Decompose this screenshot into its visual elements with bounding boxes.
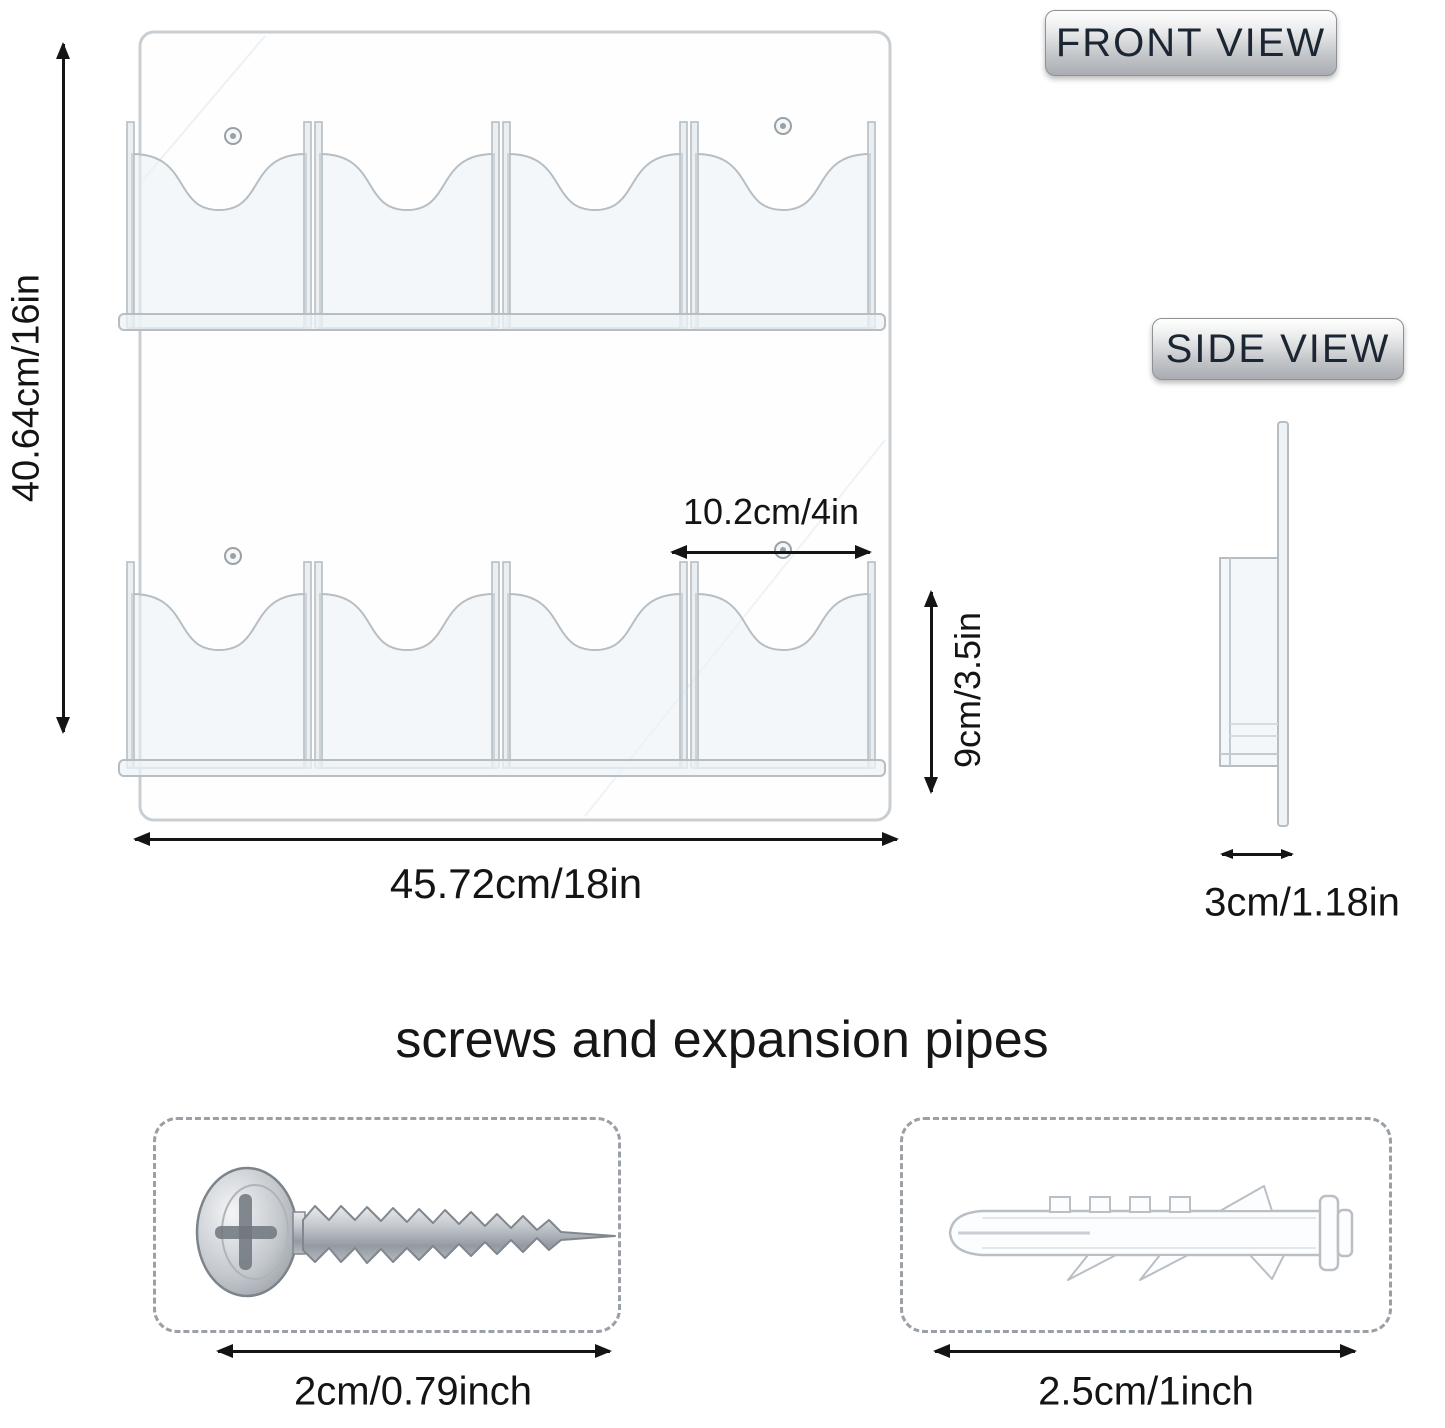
anchor-length-label: 2.5cm/1inch [1038,1369,1254,1414]
height-dimension-label: 40.64cm/16in [5,273,48,503]
screw-length-label: 2cm/0.79inch [294,1369,532,1414]
brochure-holder-front-view-drawing [118,30,892,822]
depth-dimension-arrow [1220,849,1294,859]
width-dimension-label: 45.72cm/18in [389,860,643,907]
front-view-badge: FRONT VIEW [1045,10,1337,76]
side-view-badge-label: SIDE VIEW [1165,326,1391,371]
brochure-holder-side-view-drawing [1219,421,1289,827]
front-view-badge-label: FRONT VIEW [1055,20,1327,65]
screw-illustration [195,1166,616,1298]
height-dimension-arrow [56,42,70,734]
width-dimension-arrow [133,832,899,846]
hardware-section-title: screws and expansion pipes [395,1011,1049,1069]
depth-dimension-label: 3cm/1.18in [1204,880,1400,925]
pocket-height-dimension-arrow [924,590,938,794]
pocket-width-dimension-arrow [670,545,872,559]
wall-anchor-illustration [948,1185,1354,1281]
anchor-length-arrow [933,1344,1357,1358]
screw-length-arrow [216,1344,612,1358]
pocket-height-dimension-label: 9cm/3.5in [947,611,988,769]
pocket-width-dimension-label: 10.2cm/4in [682,491,860,532]
side-view-badge: SIDE VIEW [1152,318,1404,380]
